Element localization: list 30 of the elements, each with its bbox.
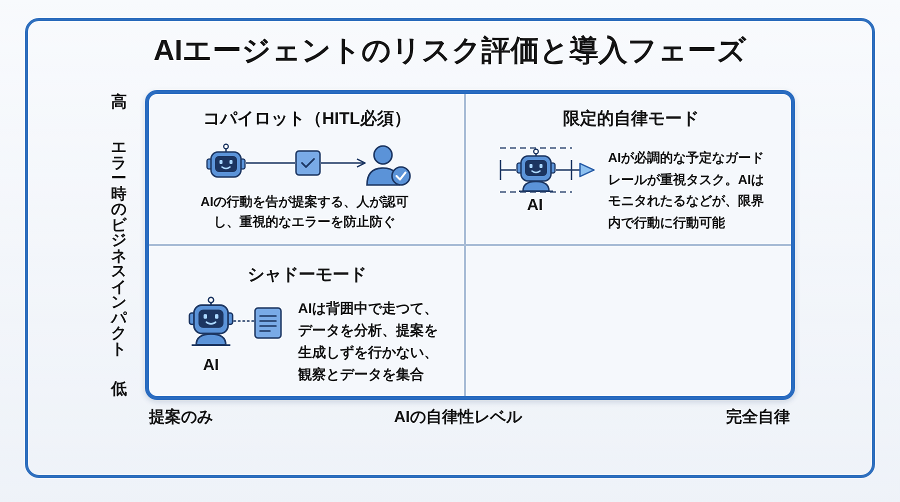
check-box-icon [295, 150, 321, 176]
dashed-frame [499, 146, 573, 194]
robot-icon [188, 296, 234, 346]
quadrant-description: AIが必調的な予定なガードレールが重視タスク。AIはモニタれたるなどが、限界内で行動に行動可能 [608, 149, 765, 232]
axis-label: 完全自律 [726, 408, 790, 428]
quadrant-panel [149, 94, 465, 245]
icon-caption: AI [527, 197, 543, 215]
axis-label: 提案のみ [149, 408, 213, 428]
arrow [573, 162, 595, 178]
document-icon [254, 307, 282, 339]
quadrant-panel [149, 245, 465, 396]
quadrant-description: AIの行動を告が提案する、人が認可し、重視的なエラーを防止防ぐ [200, 193, 410, 231]
axis-label: 低 [111, 380, 127, 400]
quadrant-heading: コパイロット（HITL必須） [203, 108, 411, 130]
quadrant-heading: シャドーモード [248, 264, 366, 286]
quadrant-description: AIは背囲中で走つて、データを分析、提案を生成しずを行かない、観察とデータを集合 [298, 299, 439, 384]
person-check-icon [365, 144, 411, 186]
quadrant-heading: 限定的自律モード [563, 108, 699, 130]
robot-icon [516, 148, 556, 192]
quadrant-panel [465, 94, 791, 245]
dotted-line [233, 320, 255, 322]
icon-caption: AI [203, 357, 219, 375]
axis-label: 高 [111, 93, 127, 113]
connector-line [246, 162, 295, 164]
axis-label: AIの自律性レベル [394, 408, 522, 428]
quadrant-panel [465, 245, 791, 396]
arrow [321, 158, 366, 168]
title: AIエージェントのリスク評価と導入フェーズ [154, 34, 746, 69]
matrix-frame [145, 90, 795, 400]
axis-label: エラー時のビジネスインパクト [111, 140, 127, 357]
